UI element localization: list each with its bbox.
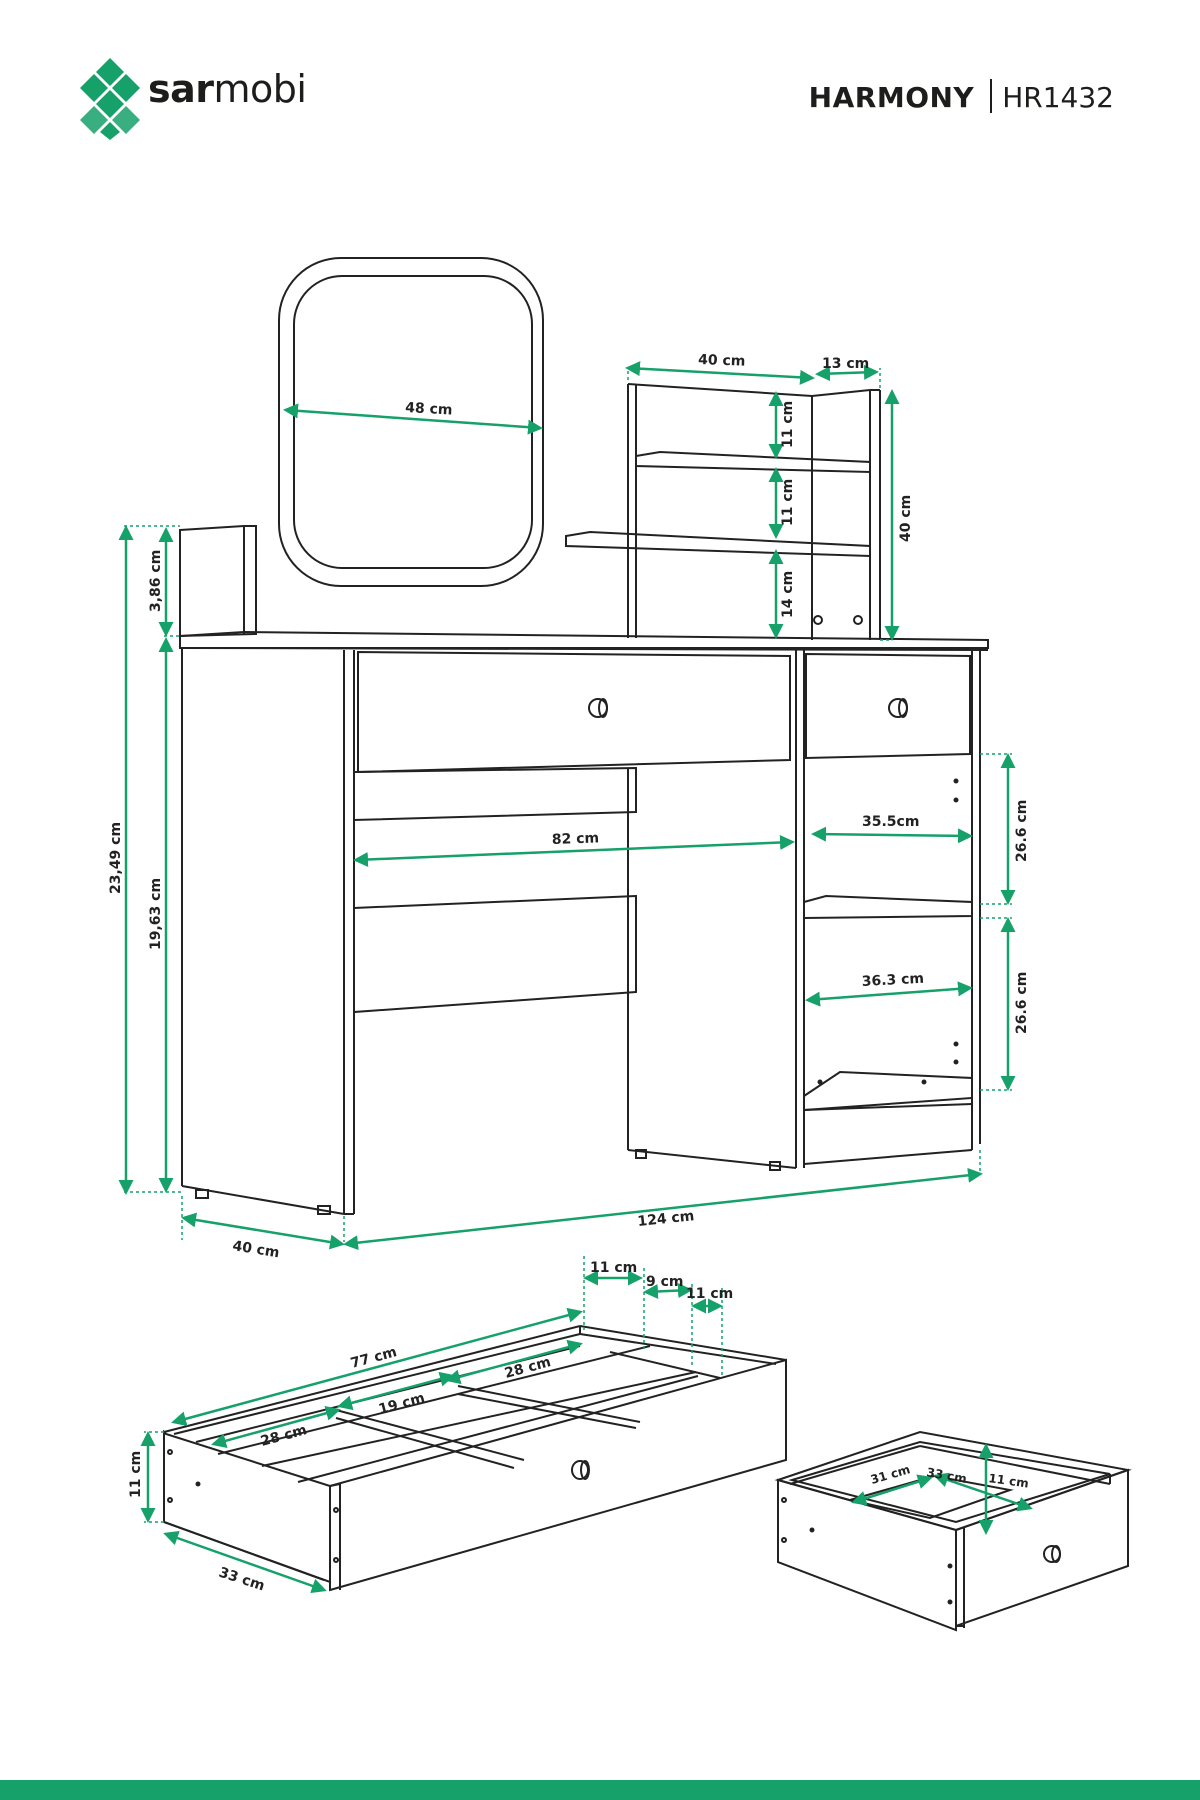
- title-divider: [990, 79, 993, 113]
- dim-shelf-height: 40 cm: [898, 495, 914, 542]
- dimension-lines: [140, 1270, 723, 1594]
- brand-logo-icon: [80, 58, 140, 140]
- brand-name: sarmobi: [148, 67, 307, 111]
- drawer-knob-icon: [888, 698, 908, 718]
- dimension-lines: [851, 1443, 1033, 1535]
- dim-desk-width: 124 cm: [637, 1208, 695, 1230]
- dim-shelf-width: 40 cm: [698, 352, 746, 370]
- dim-large-drawer-divider-1: 11 cm: [590, 1260, 637, 1276]
- extension-lines: [144, 1256, 723, 1523]
- small-drawer: [774, 1430, 1132, 1632]
- dimension-lines: [118, 361, 1016, 1251]
- dim-large-drawer-section-front: 28 cm: [259, 1422, 309, 1450]
- product-title: HARMONY HR1432: [808, 79, 1114, 116]
- dim-upper-compartment-width: 35.5cm: [862, 814, 919, 830]
- dim-small-drawer-height: 11 cm: [988, 1471, 1030, 1491]
- dim-knee-width: 82 cm: [552, 830, 600, 848]
- mirror: [278, 257, 544, 587]
- product-code: HR1432: [1002, 81, 1114, 114]
- drawer-knob-icon: [1043, 1545, 1061, 1563]
- shelf-unit: [565, 383, 881, 640]
- dim-shelf-gap-middle: 11 cm: [780, 479, 796, 526]
- dim-shelf-gap-top: 11 cm: [780, 401, 796, 448]
- dim-mirror-width: 48 cm: [405, 400, 453, 418]
- dim-total-height: 23,49 cm: [108, 822, 124, 894]
- dim-small-drawer-depth: 33 cm: [925, 1465, 967, 1486]
- product-name: HARMONY: [808, 81, 975, 114]
- dim-shelf-gap-bottom: 14 cm: [780, 571, 796, 618]
- dim-large-drawer-depth: 33 cm: [217, 1565, 267, 1595]
- dim-upper-compartment-height: 26.6 cm: [1014, 800, 1030, 862]
- dim-large-drawer-divider-2: 9 cm: [646, 1274, 684, 1290]
- footer-accent-bar: [0, 1780, 1200, 1800]
- extension-lines: [124, 368, 1012, 1242]
- dim-upstand-height: 3,86 cm: [148, 550, 164, 612]
- drawer-knob-icon: [588, 698, 608, 718]
- dim-desk-depth: 40 cm: [231, 1238, 280, 1261]
- dim-lower-compartment-width: 36.3 cm: [861, 971, 924, 990]
- dim-lower-compartment-height: 26.6 cm: [1014, 972, 1030, 1034]
- large-drawer: [163, 1325, 787, 1592]
- dim-desk-height: 19,63 cm: [148, 878, 164, 950]
- dim-shelf-depth: 13 cm: [822, 356, 869, 372]
- drawer-knob-icon: [571, 1460, 590, 1480]
- dim-large-drawer-divider-3: 11 cm: [686, 1286, 733, 1302]
- desk-body: [179, 525, 989, 1215]
- header: sarmobi HARMONY HR1432: [0, 0, 1200, 150]
- dim-large-drawer-height: 11 cm: [128, 1451, 144, 1498]
